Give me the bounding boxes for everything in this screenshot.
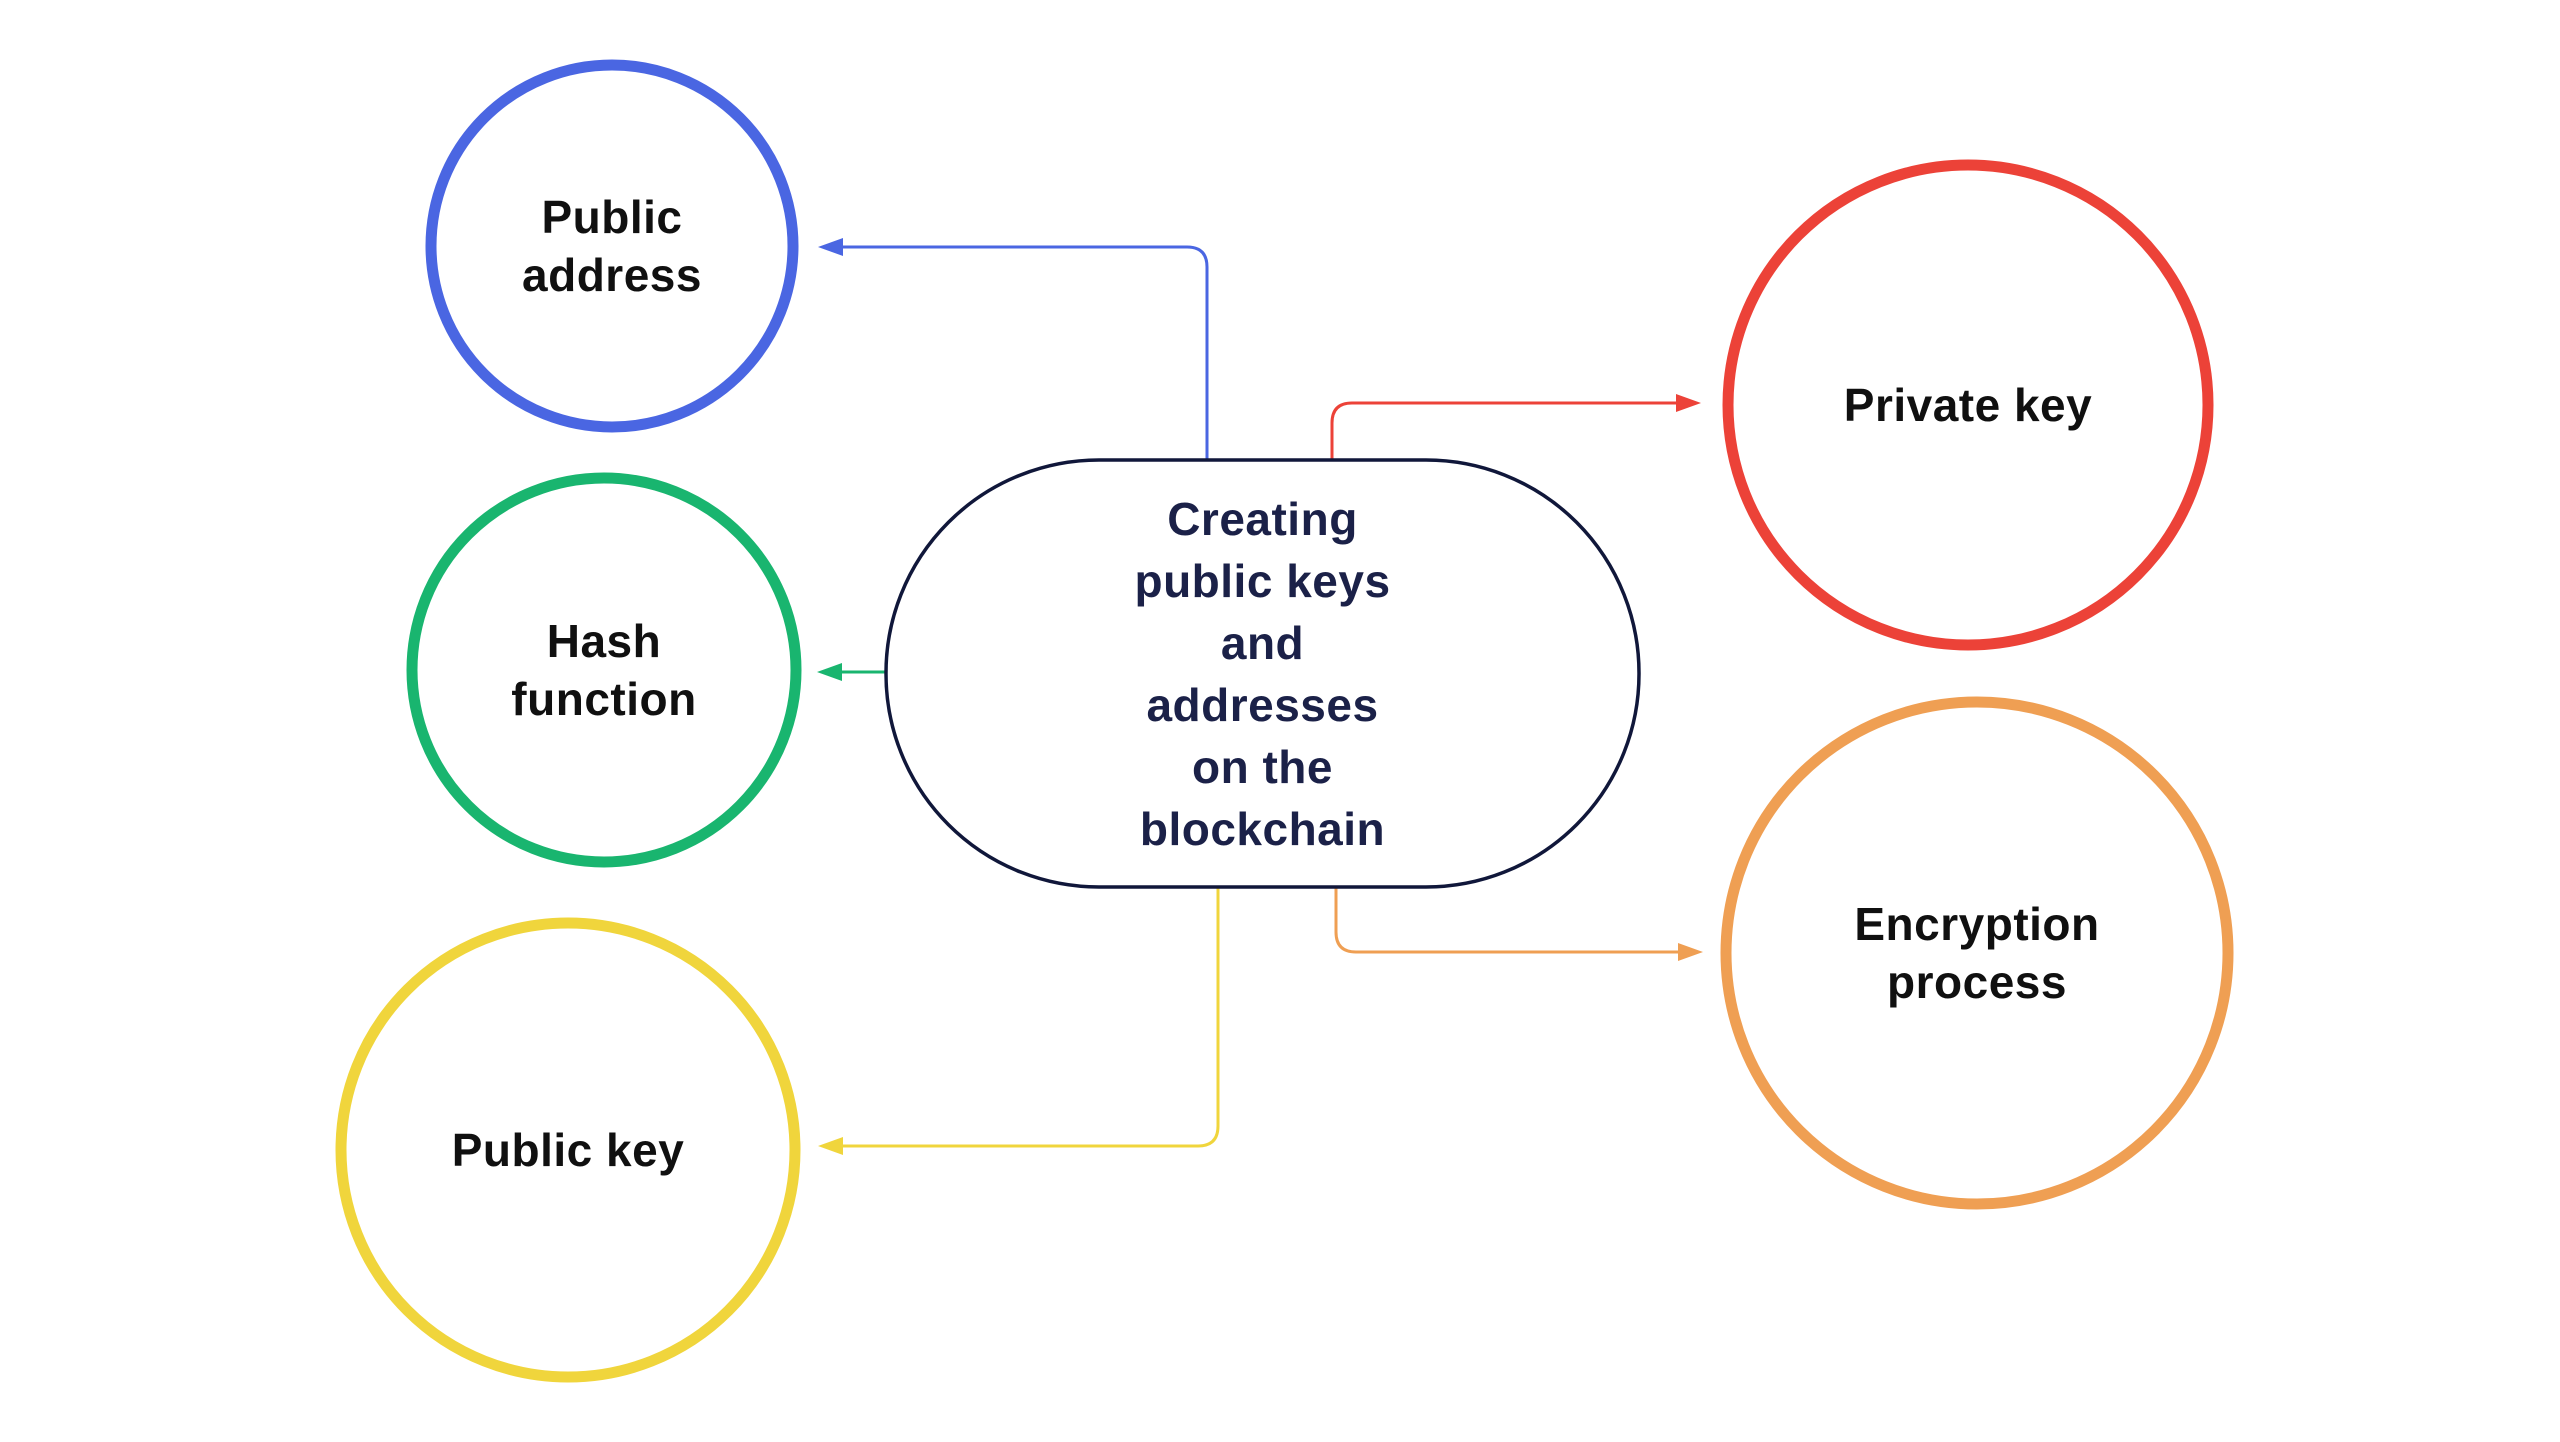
node-circle-public-key bbox=[335, 917, 801, 1383]
arrowhead-public-key-icon bbox=[818, 1137, 843, 1155]
center-shape bbox=[884, 458, 1641, 889]
node-circle-encryption-process bbox=[1720, 696, 2234, 1210]
arrowhead-private-key-icon bbox=[1676, 394, 1701, 412]
connector-public-key bbox=[842, 887, 1220, 1148]
connector-private-key bbox=[1330, 401, 1677, 460]
node-circle-private-key bbox=[1722, 159, 2214, 651]
node-circle-hash-function bbox=[406, 472, 802, 868]
connector-encryption-process bbox=[1334, 887, 1679, 954]
arrowhead-encryption-process-icon bbox=[1678, 943, 1703, 961]
node-circle-public-address bbox=[425, 59, 799, 433]
connector-public-address bbox=[842, 245, 1209, 460]
arrowhead-public-address-icon bbox=[818, 238, 843, 256]
arrowhead-hash-function-icon bbox=[817, 663, 842, 681]
